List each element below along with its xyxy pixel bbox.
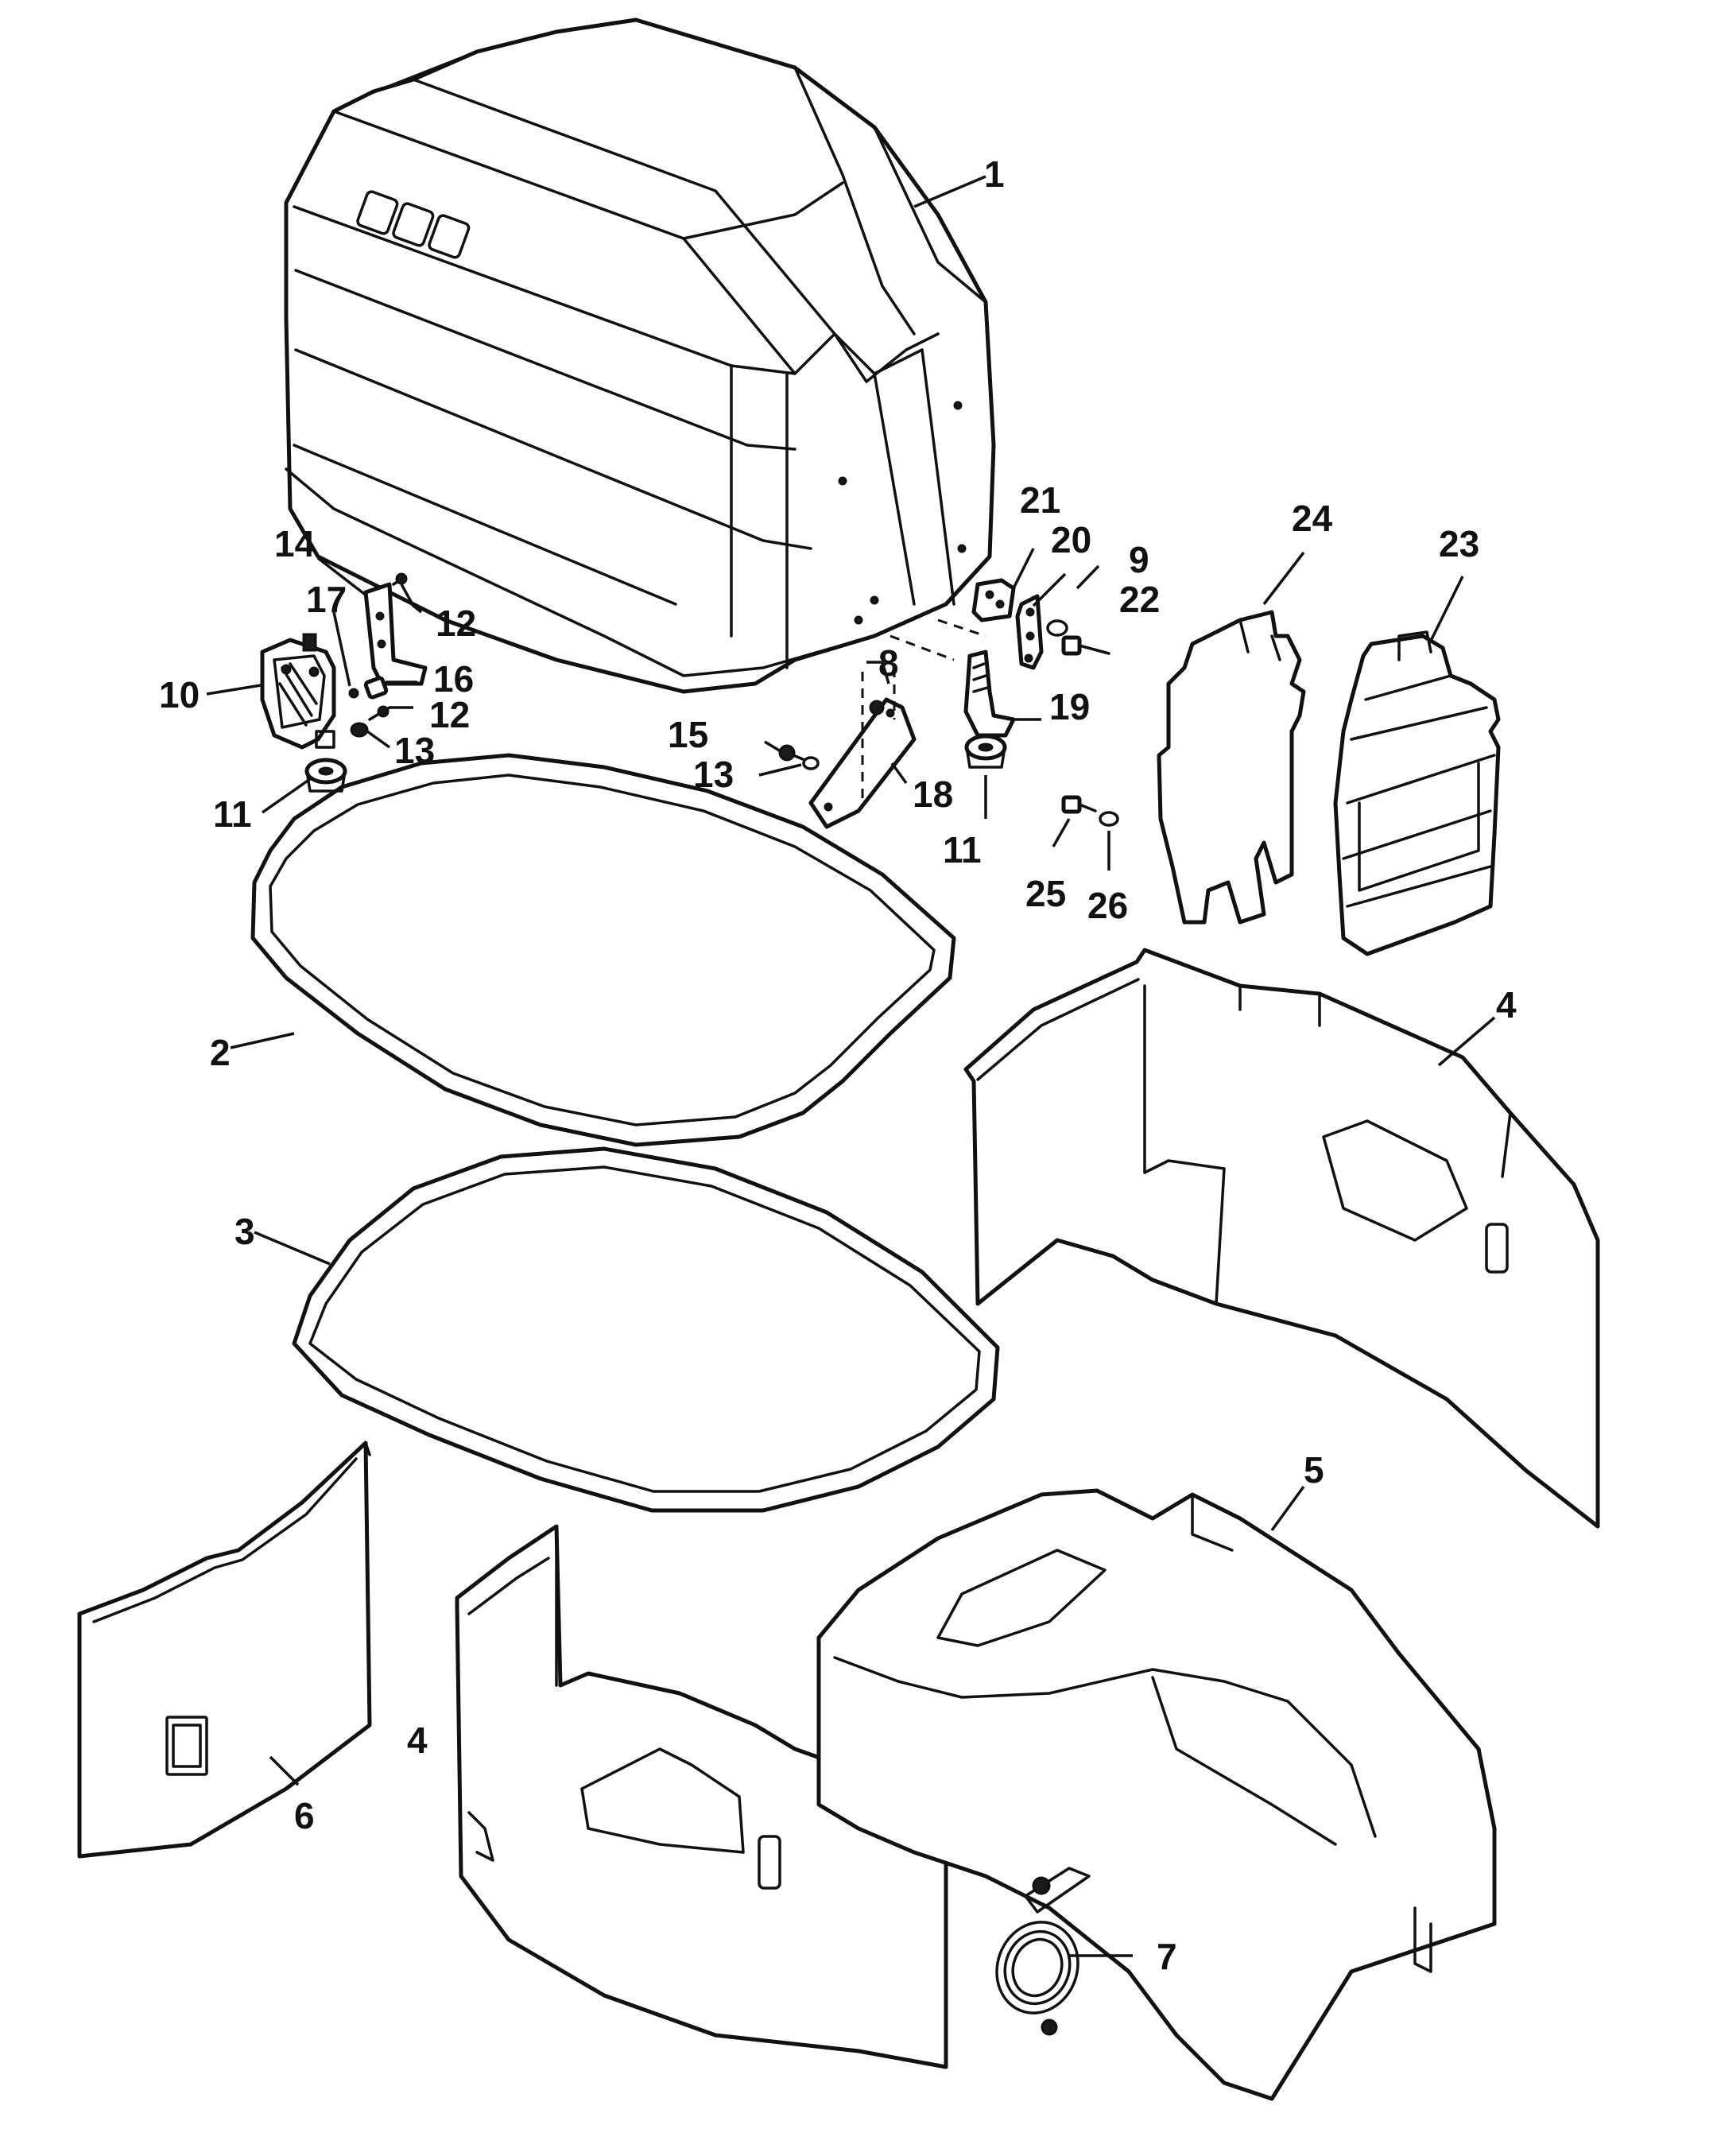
callout-14: 14 [274,523,316,564]
nut-part-17 [348,688,359,699]
washer-part-26 [1099,811,1119,827]
screw-part-8 [869,700,885,715]
callout-7: 7 [1157,1936,1177,1977]
acoustic-panel-part-4-lower [455,1524,948,2069]
callout-17: 17 [306,579,347,620]
callout-13-middle: 13 [693,754,734,795]
callout-11-left: 11 [213,793,252,835]
callout-23: 23 [1439,523,1479,564]
callout-20: 20 [1051,519,1091,560]
washer-part-13-middle [802,756,820,770]
screw-part-12-lower [368,705,391,721]
washer-part-13-left [350,722,369,738]
callout-11-right: 11 [943,829,982,871]
latch-assembly-part-10 [260,633,336,750]
screw-part-15 [778,744,804,762]
hinge-plate-part-20 [1015,594,1044,670]
callout-19: 19 [1049,686,1090,727]
callout-24: 24 [1292,498,1333,539]
callout-26: 26 [1087,885,1128,926]
callout-12-lower: 12 [429,694,470,735]
foam-insert-part-24 [1157,610,1306,925]
callout-6: 6 [294,1795,315,1836]
bracket-part-14 [363,582,428,686]
callout-18: 18 [913,774,953,815]
callout-1: 1 [984,153,1005,195]
acoustic-panel-part-4-upper [963,948,1600,1529]
callout-9: 9 [1129,539,1149,580]
callout-5: 5 [1304,1449,1324,1491]
grommet-part-11-right [964,734,1007,769]
callout-16: 16 [433,658,474,700]
callout-3: 3 [234,1211,255,1252]
callout-8: 8 [878,642,899,684]
callout-15: 15 [668,714,708,755]
cowl-seal-part-2 [250,753,956,1147]
panel-part-5 [816,1488,1497,2101]
callout-4-lower: 4 [407,1720,428,1761]
side-panel-part-6 [77,1441,372,1859]
leader-lines [206,175,1496,1786]
callout-labels: 1 2 3 4 4 5 6 7 8 9 10 11 11 12 12 13 13… [159,153,1517,1977]
callout-2: 2 [210,1032,231,1073]
latch-hook-part-19 [963,650,1016,738]
washer-part-9 [1046,619,1068,637]
callout-10: 10 [159,674,200,715]
vent-cover-part-23 [1333,630,1501,956]
callout-13-left: 13 [394,730,435,771]
callout-4-upper: 4 [1496,984,1517,1026]
callout-22: 22 [1119,579,1160,620]
screw-part-12-upper [392,572,408,586]
spacer-part-16 [363,676,389,700]
bolt-part-22 [1061,635,1110,656]
callout-12-upper: 12 [436,603,476,644]
callout-21: 21 [1020,479,1060,521]
liner-part-3 [292,1146,1000,1513]
spring-clip-part-7 [995,1867,1133,2036]
assembly-guide-lines [861,618,986,803]
block-part-21 [971,578,1016,622]
top-cowl-part-1 [284,17,996,694]
bolt-part-25 [1061,795,1097,814]
callout-25: 25 [1025,873,1066,914]
